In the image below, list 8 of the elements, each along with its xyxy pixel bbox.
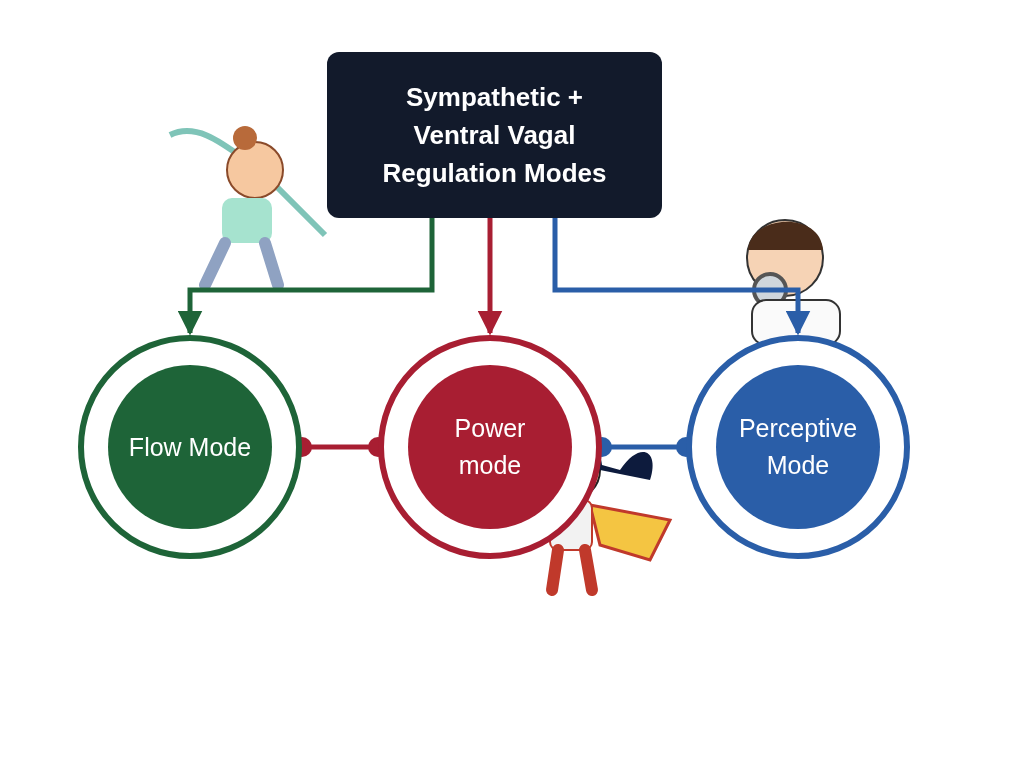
connector-arrow xyxy=(177,218,435,336)
connector-arrow xyxy=(552,218,811,336)
mode-label: Power mode xyxy=(453,413,527,481)
connector-arrow xyxy=(477,218,503,336)
mode-label: Perceptive Mode xyxy=(737,413,859,481)
mode-label: Flow Mode xyxy=(128,431,252,463)
title-text: Sympathetic + Ventral Vagal Regulation Modes xyxy=(381,81,608,190)
title-box xyxy=(327,52,662,218)
